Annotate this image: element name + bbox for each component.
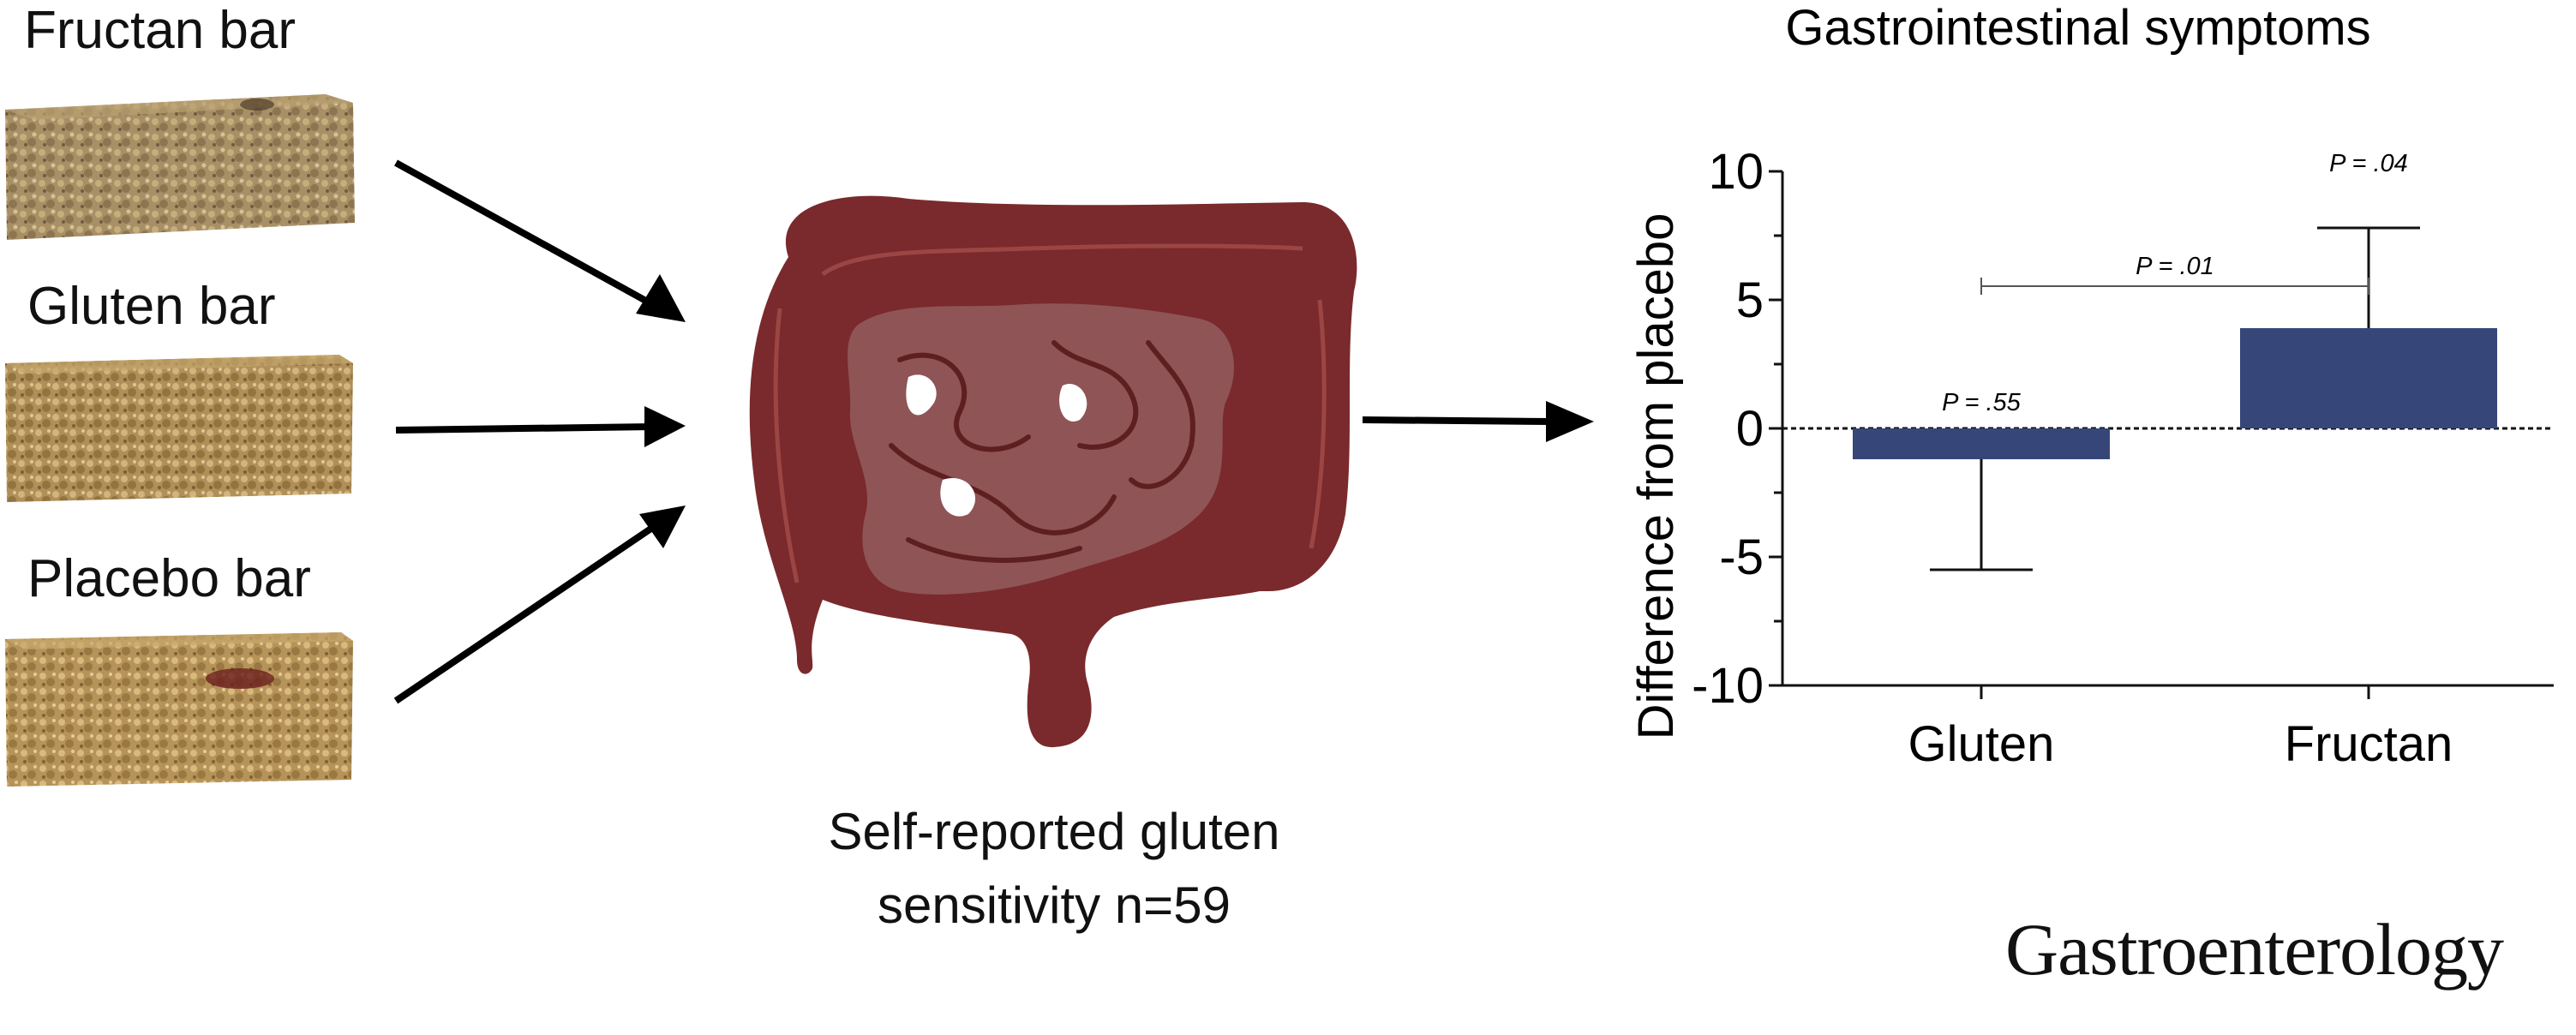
bars [1853, 328, 2497, 459]
bar-gluten [1853, 428, 2110, 459]
cohort-caption: Self-reported gluten sensitivity n=59 [668, 795, 1440, 942]
cohort-caption-line-2: sensitivity n=59 [878, 876, 1231, 934]
x-tick-label-gluten: Gluten [1908, 716, 2055, 772]
fructan-bar-image [5, 94, 355, 240]
y-tick-label: 0 [1736, 401, 1764, 457]
arrow-placebo-to-gut [393, 506, 686, 704]
fructan-bar-label: Fructan bar [24, 1, 297, 60]
journal-logo: Gastroenterology [2005, 908, 2504, 990]
x-ticks: Gluten Fructan [1908, 685, 2453, 772]
chart-ylabel: Difference from placebo [1628, 213, 1684, 740]
y-tick-label: -5 [1719, 529, 1764, 585]
gluten-bar-image [5, 355, 353, 502]
p-value-annotations: P = .55 P = .04 P = .01 [1942, 150, 2408, 416]
p-value-gluten: P = .55 [1942, 389, 2022, 416]
placebo-bar-label: Placebo bar [27, 549, 311, 608]
arrow-gluten-to-gut [395, 406, 686, 447]
y-tick-label: -10 [1692, 658, 1764, 714]
y-tick-label: 10 [1708, 144, 1764, 200]
bar-fructan [2240, 328, 2497, 428]
y-ticks: -10 -5 0 5 10 [1692, 144, 1782, 714]
small-intestine-shape [848, 303, 1234, 595]
y-tick-label: 5 [1736, 272, 1764, 328]
chart-title: Gastrointestinal symptoms [1785, 0, 2370, 56]
p-value-between: P = .01 [2136, 253, 2214, 280]
placebo-bar-image [5, 632, 353, 787]
p-value-fructan: P = .04 [2329, 150, 2408, 177]
x-tick-label-fructan: Fructan [2285, 716, 2453, 772]
arrow-gut-to-chart [1362, 401, 1594, 442]
gluten-bar-label: Gluten bar [27, 277, 276, 336]
arrow-fructan-to-gut [394, 159, 686, 322]
cohort-caption-line-1: Self-reported gluten [828, 803, 1280, 860]
